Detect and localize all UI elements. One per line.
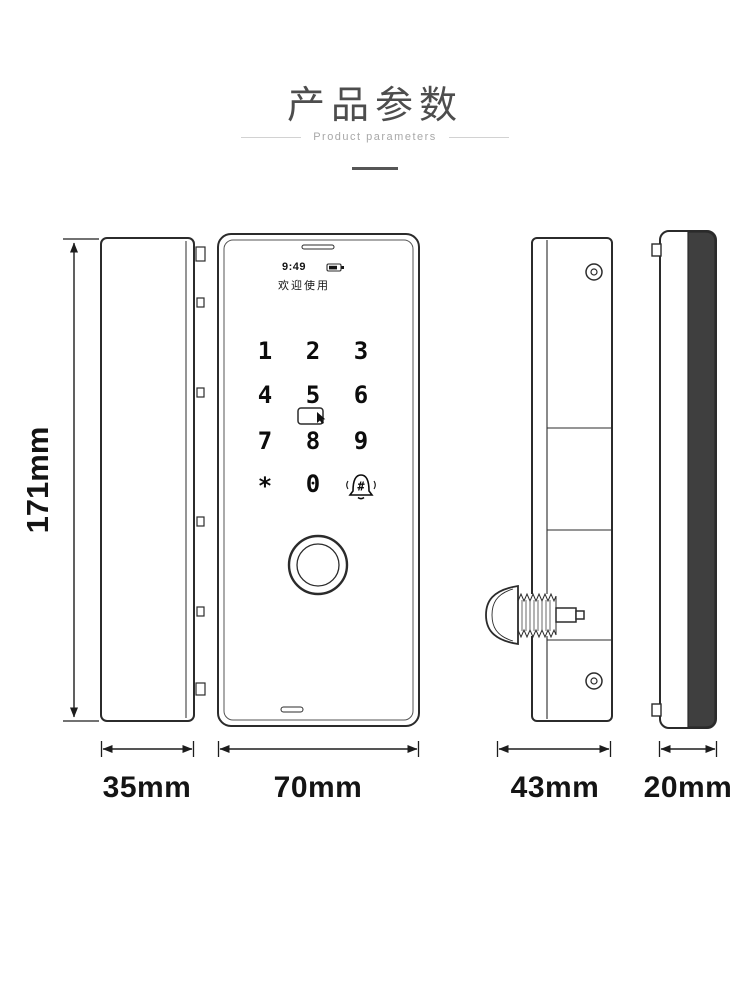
subtitle-line-right <box>448 136 509 138</box>
title-underline <box>352 167 398 170</box>
subtitle-row: Product parameters <box>0 131 750 143</box>
battery-icon <box>326 263 344 272</box>
lock-screen-welcome: 欢迎使用 <box>278 280 330 292</box>
keypad-key-3: 3 <box>353 337 369 365</box>
thumbturn-knob <box>485 584 519 646</box>
spindle-pin <box>555 607 577 623</box>
keypad-key-7: 7 <box>257 427 273 455</box>
keypad-key-6: 6 <box>353 381 369 409</box>
keypad-key-4: 4 <box>257 381 273 409</box>
height-dimension <box>63 238 99 722</box>
doorbell-icon: # <box>346 474 376 500</box>
screw-top <box>585 263 603 281</box>
width-dimensions <box>100 741 718 757</box>
edge-view-drawing <box>651 230 717 729</box>
page-title: 产品参数 <box>286 85 463 127</box>
keypad-key-9: 9 <box>353 427 369 455</box>
edge-depth-label: 20mm <box>643 771 733 804</box>
lock-screen-time: 9:49 <box>281 261 307 273</box>
side-view-drawing <box>485 237 613 722</box>
keypad-key-hash: # <box>357 480 365 494</box>
fingerprint-sensor-icon <box>287 534 349 596</box>
keypad-key-8: 8 <box>305 427 321 455</box>
keypad-key-5: 5 <box>305 381 321 409</box>
subtitle-line-left <box>241 136 302 138</box>
bottom-slot <box>280 706 304 713</box>
front-width-label: 70mm <box>273 771 363 804</box>
back-panel-drawing <box>100 237 195 722</box>
touch-card-icon <box>297 407 326 425</box>
keypad-key-2: 2 <box>305 337 321 365</box>
height-dimension-label: 171mm <box>20 426 55 534</box>
page-subtitle: Product parameters <box>313 131 437 143</box>
front-panel-drawing <box>217 233 420 727</box>
lock-cylinder-drawing <box>485 584 585 646</box>
panel-connectors <box>195 246 206 696</box>
back-width-label: 35mm <box>102 771 192 804</box>
keypad-key-1: 1 <box>257 337 273 365</box>
edge-dark-strip <box>687 231 716 728</box>
screw-bottom <box>585 672 603 690</box>
speaker-slot <box>301 244 335 250</box>
keypad-key-0: 0 <box>305 470 321 498</box>
keypad-key-star: * <box>257 472 273 500</box>
side-depth-label: 43mm <box>510 771 600 804</box>
